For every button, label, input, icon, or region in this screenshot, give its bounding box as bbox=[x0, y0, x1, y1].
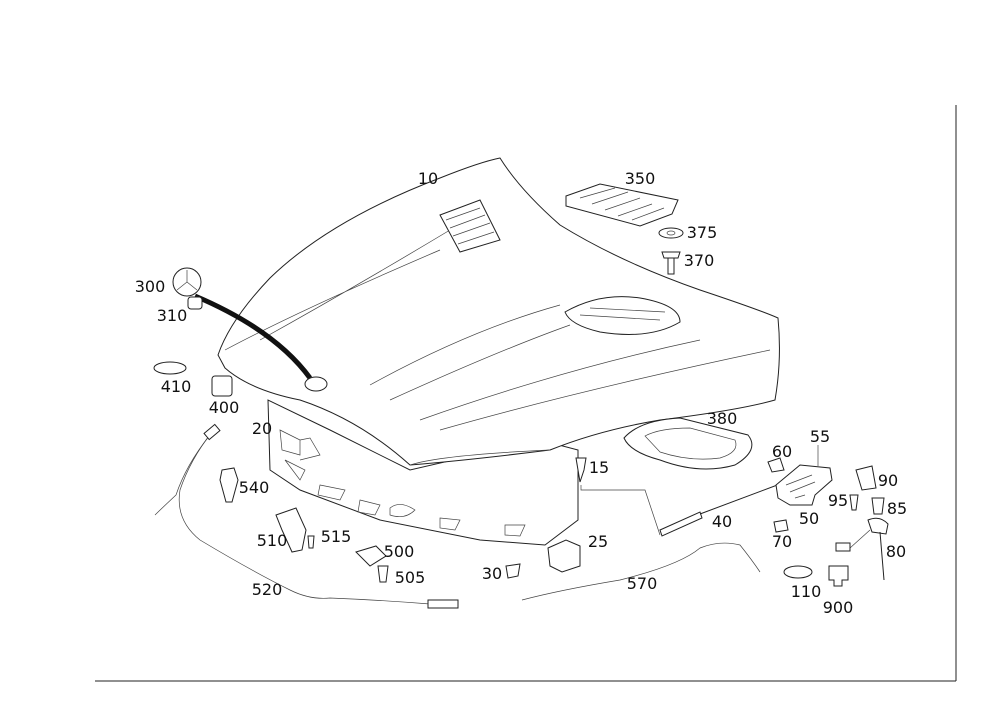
callout-15: 15 bbox=[589, 458, 609, 477]
vent-frame bbox=[623, 417, 753, 470]
callout-350: 350 bbox=[625, 169, 656, 188]
clip bbox=[575, 457, 587, 483]
bolt bbox=[767, 457, 785, 473]
callout-110: 110 bbox=[791, 582, 822, 601]
emblem-mount-hole bbox=[304, 376, 328, 392]
callout-310: 310 bbox=[157, 306, 188, 325]
callout-370: 370 bbox=[684, 251, 715, 270]
callout-90: 90 bbox=[878, 471, 898, 490]
clip bbox=[505, 563, 521, 579]
callout-375: 375 bbox=[687, 223, 718, 242]
hood-insulation-panel bbox=[267, 399, 579, 546]
callout-520: 520 bbox=[252, 580, 283, 599]
callout-25: 25 bbox=[588, 532, 608, 551]
callout-510: 510 bbox=[257, 531, 288, 550]
washer bbox=[658, 227, 684, 239]
screw bbox=[871, 497, 885, 515]
callout-900: 900 bbox=[823, 598, 854, 617]
bracket bbox=[275, 507, 307, 553]
screw bbox=[661, 251, 681, 275]
gas-strut bbox=[659, 511, 703, 537]
callout-380: 380 bbox=[707, 409, 738, 428]
release-cable bbox=[154, 423, 459, 609]
callout-30: 30 bbox=[482, 564, 502, 583]
buffer bbox=[219, 467, 239, 503]
callout-500: 500 bbox=[384, 542, 415, 561]
callout-55: 55 bbox=[810, 427, 830, 446]
callout-410: 410 bbox=[161, 377, 192, 396]
hood bbox=[217, 157, 780, 466]
guide bbox=[355, 545, 387, 567]
callout-10: 10 bbox=[418, 169, 438, 188]
pointer-arrow bbox=[194, 293, 313, 380]
screw bbox=[377, 565, 389, 583]
callout-570: 570 bbox=[627, 574, 658, 593]
callout-70: 70 bbox=[772, 532, 792, 551]
callout-300: 300 bbox=[135, 277, 166, 296]
callout-540: 540 bbox=[239, 478, 270, 497]
callout-50: 50 bbox=[799, 509, 819, 528]
callout-400: 400 bbox=[209, 398, 240, 417]
callout-60: 60 bbox=[772, 442, 792, 461]
emblem-mount bbox=[187, 296, 203, 310]
callout-515: 515 bbox=[321, 527, 352, 546]
grommet bbox=[783, 565, 813, 579]
nut bbox=[773, 519, 789, 533]
plug bbox=[828, 565, 849, 587]
leader-line bbox=[580, 485, 661, 536]
switch bbox=[855, 465, 877, 491]
screw bbox=[307, 535, 315, 549]
seal-ring bbox=[153, 361, 187, 375]
callout-40: 40 bbox=[712, 512, 732, 531]
callout-20: 20 bbox=[252, 419, 272, 438]
callout-80: 80 bbox=[886, 542, 906, 561]
callout-labels: 10 350 375 370 300 310 410 400 20 380 55… bbox=[135, 169, 907, 617]
cable bbox=[521, 542, 761, 601]
callout-85: 85 bbox=[887, 499, 907, 518]
callout-505: 505 bbox=[395, 568, 426, 587]
rubber-buffer bbox=[211, 375, 233, 397]
screw bbox=[849, 494, 859, 511]
hood-latch bbox=[775, 445, 833, 506]
air-vent-grille bbox=[565, 183, 679, 227]
catch-hook bbox=[835, 517, 889, 581]
holder bbox=[547, 539, 581, 573]
callout-95: 95 bbox=[828, 491, 848, 510]
